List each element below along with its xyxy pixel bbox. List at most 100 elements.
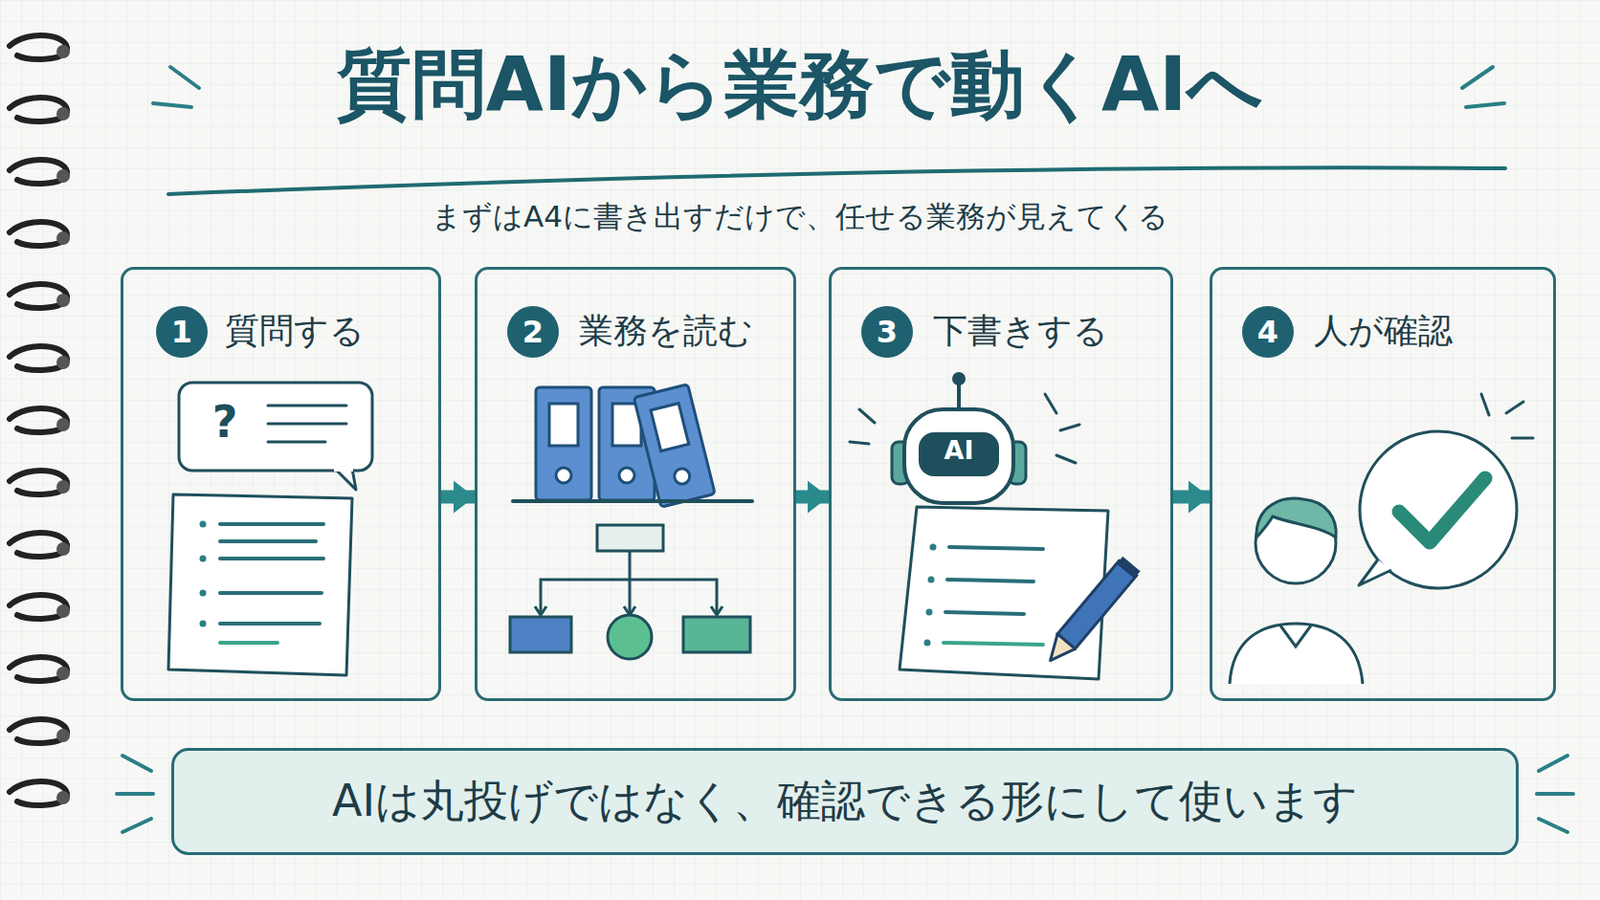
flowchart <box>510 525 751 660</box>
binder-hole <box>619 467 635 484</box>
check-mark <box>1399 478 1486 543</box>
punch-hole <box>56 44 70 59</box>
bullet <box>200 621 207 628</box>
robot <box>891 372 1026 504</box>
tilted-binder <box>633 384 715 509</box>
pencil-body <box>1057 560 1137 649</box>
binders <box>535 384 715 509</box>
title-underline <box>168 167 1506 195</box>
number-circle-fill <box>155 306 208 358</box>
accent-dash <box>1538 755 1568 772</box>
step-heading: 人が確認 <box>1313 310 1546 352</box>
robot-antenna <box>956 382 961 410</box>
shelf <box>512 499 753 504</box>
text-line <box>267 422 347 426</box>
binder-hole <box>672 466 691 486</box>
summary-band: AIは丸投げではなく、確認できる形にして使います <box>171 748 1519 856</box>
check-bubble-tail <box>1358 559 1392 586</box>
person-body <box>1229 623 1363 685</box>
spiral-holes <box>56 44 70 805</box>
punch-hole <box>56 231 70 245</box>
binder-hole <box>555 467 572 484</box>
flow-box <box>597 525 664 552</box>
accent-dash <box>1462 66 1493 89</box>
binder-label <box>549 403 578 446</box>
binder <box>633 384 715 509</box>
step-number: 2 <box>506 305 560 359</box>
document-lines <box>220 524 324 644</box>
person <box>1229 498 1363 685</box>
bullet <box>200 521 207 529</box>
subtitle: まずはA4に書き出すだけで、任せる業務が見えてくる <box>0 199 1600 235</box>
sparkle <box>1481 394 1489 416</box>
step-box: 人が確認 4 <box>1209 266 1556 702</box>
check-bubble <box>1359 431 1517 589</box>
flow-line <box>628 551 632 613</box>
bullet <box>200 590 207 598</box>
step-number-circle: 4 <box>1241 305 1295 359</box>
draft-lines <box>943 547 1044 645</box>
number-circle-fill <box>1242 306 1294 358</box>
punch-hole <box>56 729 70 743</box>
punch-hole <box>56 666 70 681</box>
text-line <box>943 643 1044 645</box>
robot-screen-text: AI <box>918 435 1000 467</box>
pencil <box>1041 556 1140 669</box>
text-line <box>267 441 326 445</box>
step-box: 下書きする 3 <box>828 266 1174 702</box>
text-line <box>947 579 1034 582</box>
step-number-circle: 3 <box>860 305 914 359</box>
number-circle-fill <box>861 306 913 358</box>
bullet <box>930 544 937 552</box>
accent-dash <box>1536 792 1574 797</box>
step-number: 3 <box>860 305 914 359</box>
step-number: 4 <box>1241 305 1295 359</box>
sparkle <box>1056 455 1076 464</box>
bubble-tail-mask <box>333 467 354 472</box>
punch-hole <box>56 355 70 370</box>
sparkle <box>849 442 869 445</box>
accent-dash <box>1466 103 1505 108</box>
punch-hole <box>56 418 70 432</box>
flow-line <box>540 579 717 613</box>
bullet <box>926 609 934 617</box>
step-number-circle: 2 <box>506 305 560 359</box>
step-heading: 業務を読む <box>578 310 786 352</box>
bullet <box>200 555 207 563</box>
draft-bullets <box>924 544 937 647</box>
bubble-tail <box>334 468 356 490</box>
text-line <box>949 547 1044 550</box>
text-line <box>220 522 324 527</box>
person-hair <box>1256 498 1336 538</box>
speech-bubble <box>178 382 373 471</box>
step-number: 1 <box>155 305 209 359</box>
text-line <box>220 622 320 626</box>
accent-dash <box>122 755 152 772</box>
question-mark: ? <box>200 396 249 449</box>
accent-dash <box>153 103 192 108</box>
punch-hole <box>56 169 70 183</box>
text-line <box>220 591 322 596</box>
question-lines <box>267 405 347 443</box>
flow-arrow <box>441 490 475 505</box>
accent-dash <box>170 66 200 89</box>
accent-dash <box>1538 819 1568 833</box>
punch-hole <box>56 293 70 308</box>
step-heading: 下書きする <box>933 310 1163 352</box>
sparkle <box>859 409 875 423</box>
text-line <box>267 404 347 408</box>
robot-screen <box>918 432 1000 477</box>
step-box: 質問する1 <box>120 266 442 702</box>
punch-hole <box>56 542 70 556</box>
binder <box>535 387 592 501</box>
check-sparkles <box>1481 394 1534 439</box>
text-line <box>945 612 1024 615</box>
document-bullets <box>200 521 207 628</box>
binder-label <box>650 403 689 452</box>
flow-arrow <box>1173 490 1210 505</box>
punch-hole <box>56 791 70 805</box>
draft-sheet <box>899 507 1109 680</box>
